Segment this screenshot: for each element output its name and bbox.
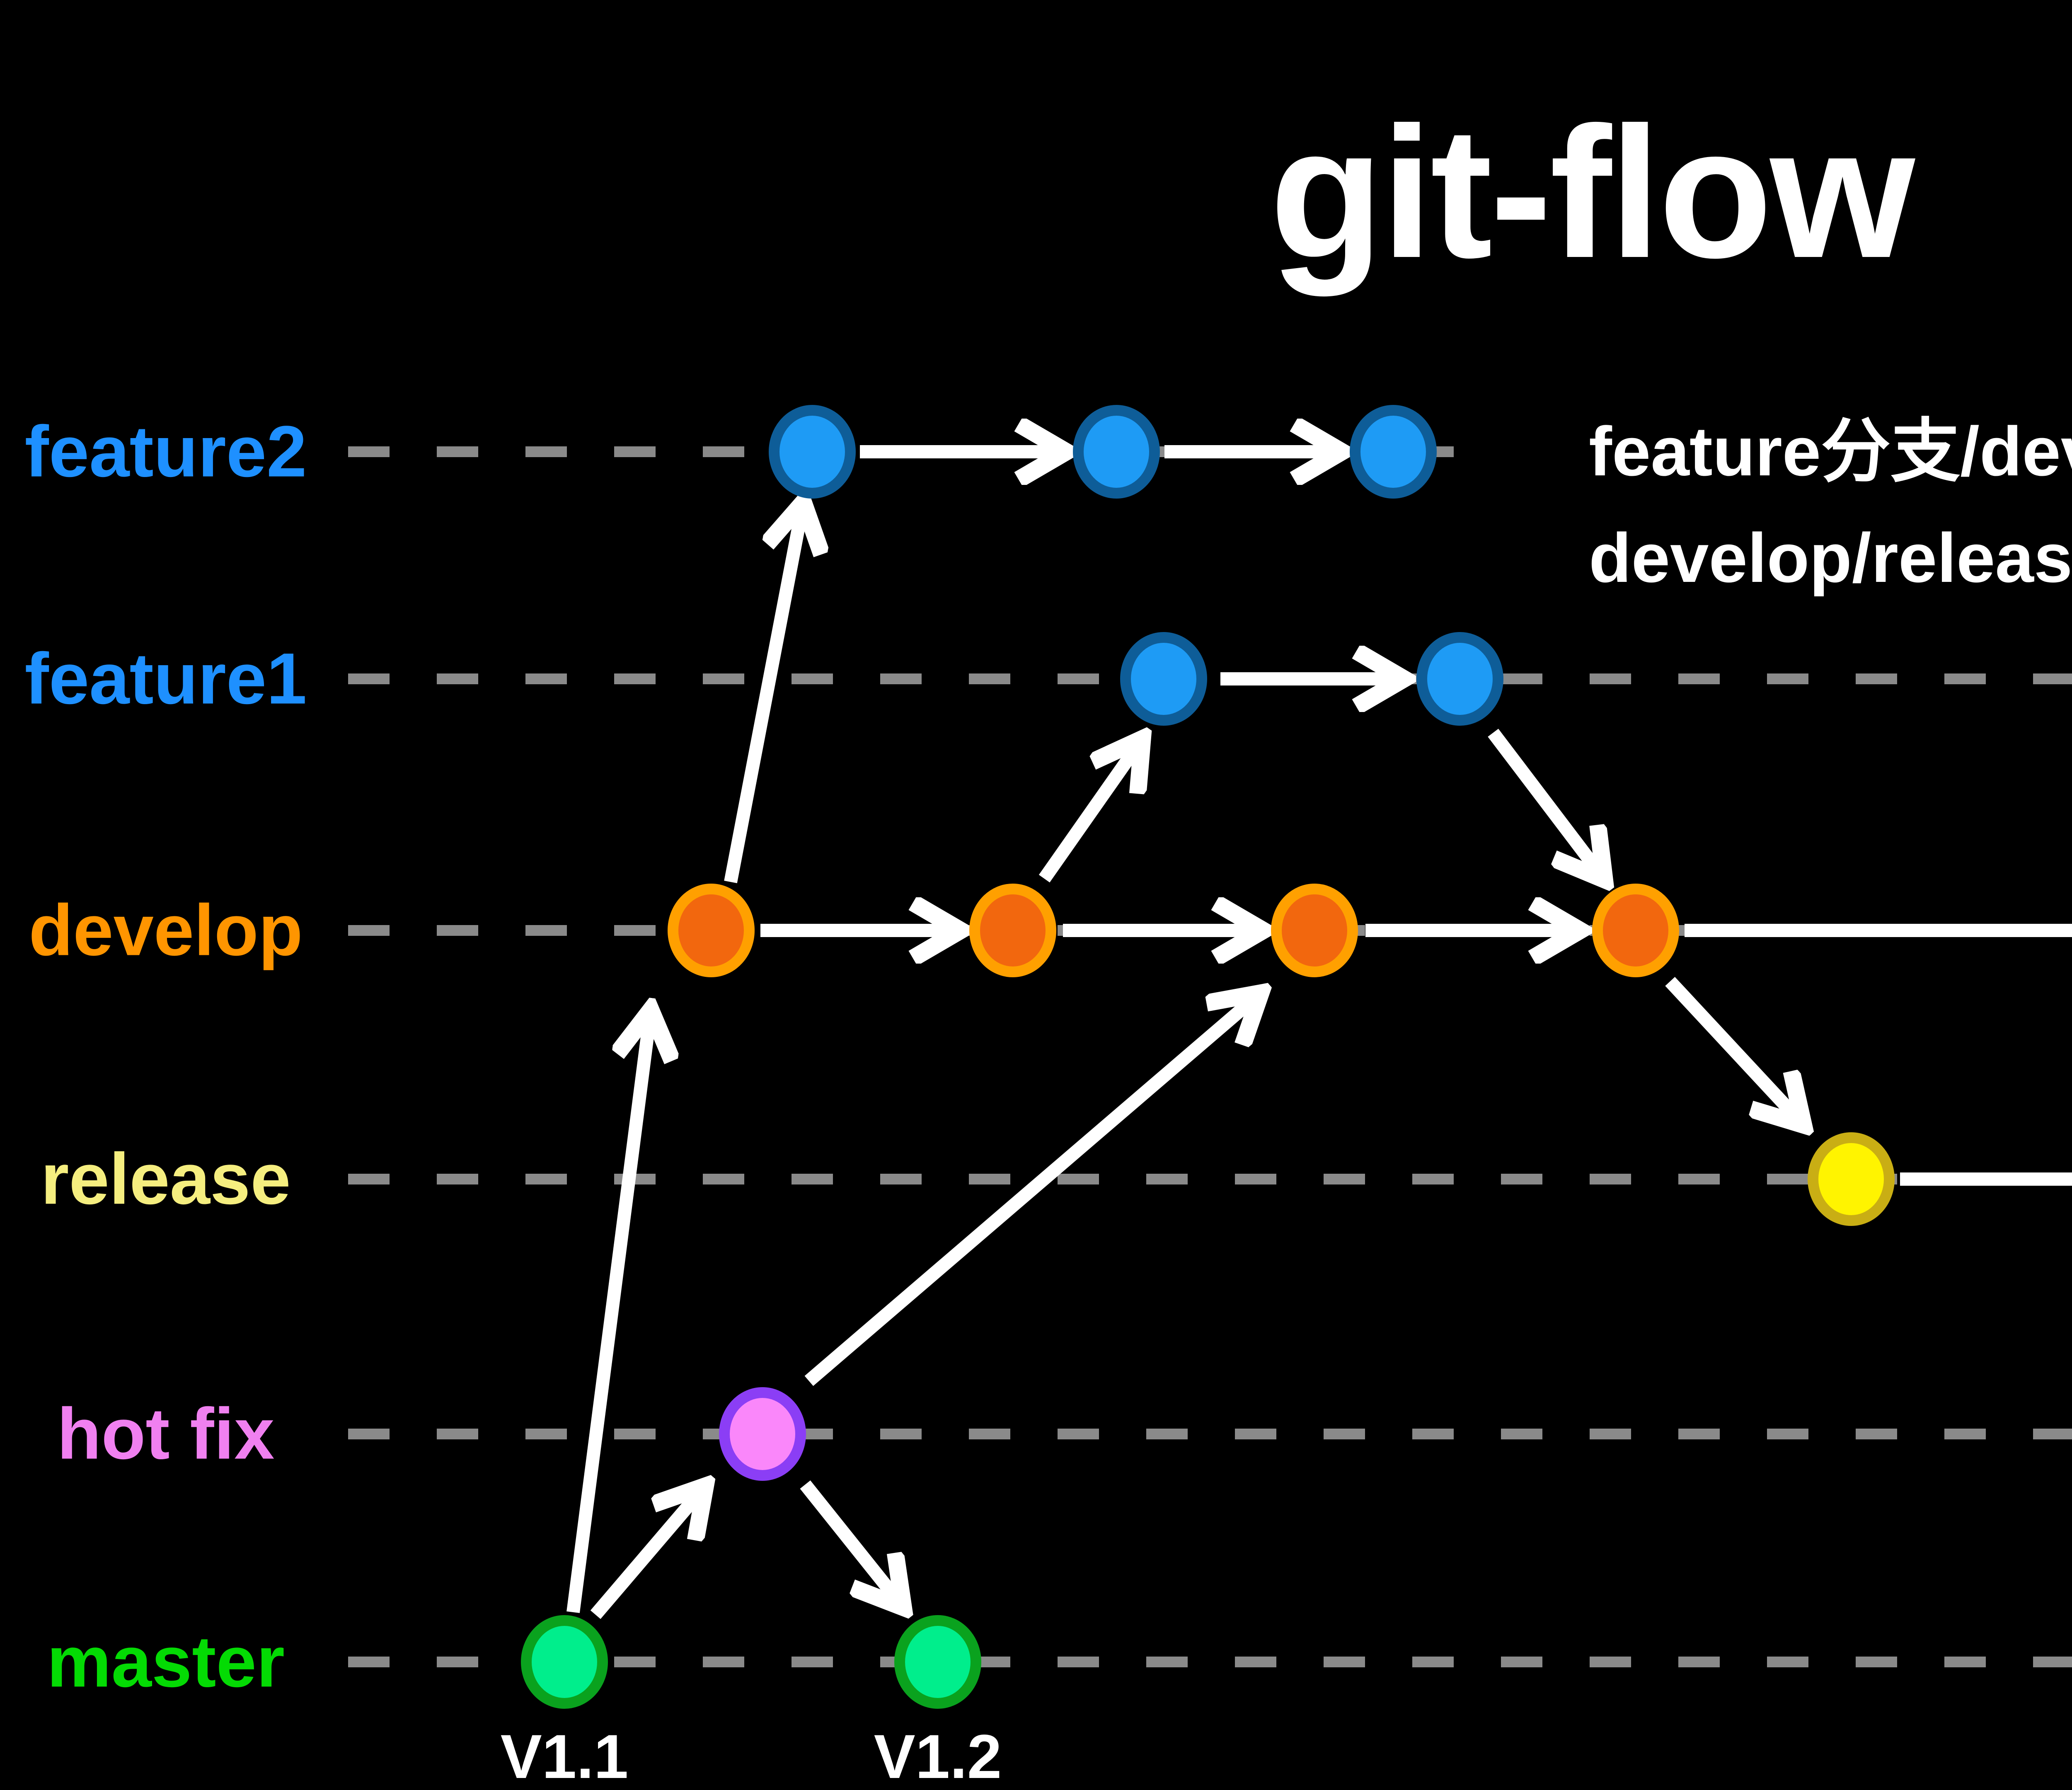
arrow-branch-develop-to-release bbox=[1665, 977, 1803, 1124]
commit-node-develop bbox=[969, 884, 1056, 977]
commit-node-master bbox=[521, 1615, 608, 1709]
branch-label-feature1: feature1 bbox=[25, 639, 307, 719]
commit-node-feature1 bbox=[1120, 632, 1207, 726]
arrow-merge-feature1-to-develop bbox=[1488, 729, 1604, 879]
arrow-branch-develop-to-feature1 bbox=[1038, 740, 1142, 883]
arrow-merge-master-to-develop bbox=[566, 1011, 651, 1613]
annotation-line-1: feature分支/develop分支：提交触发每日构建 bbox=[1589, 412, 2072, 490]
commit-node-develop bbox=[668, 884, 755, 977]
arrow-merge-hotfix-to-master bbox=[800, 1480, 903, 1606]
commit-node-feature2 bbox=[769, 405, 856, 499]
version-tag-V1.2: V1.2 bbox=[874, 1722, 1002, 1790]
commit-node-develop bbox=[1592, 884, 1679, 977]
commit-node-feature2 bbox=[1350, 405, 1437, 499]
arrow-branch-develop-to-feature2 bbox=[724, 504, 803, 884]
commit-node-feature1 bbox=[1416, 632, 1503, 726]
arrow-branch-master-to-hotfix bbox=[590, 1487, 704, 1619]
branch-label-feature2: feature2 bbox=[25, 412, 307, 492]
branch-label-release: release bbox=[41, 1139, 290, 1220]
commit-node-feature2 bbox=[1073, 405, 1160, 499]
annotation-line-2: develop/release分支：手动(自动)发起构建发布 bbox=[1589, 519, 2072, 597]
commit-node-master bbox=[894, 1615, 981, 1709]
page-title: git-flow bbox=[1269, 89, 1915, 297]
commit-node-hotfix bbox=[719, 1387, 806, 1481]
branch-label-master: master bbox=[47, 1622, 285, 1703]
version-tag-V1.1: V1.1 bbox=[501, 1722, 629, 1790]
arrow-merge-hotfix-to-develop bbox=[804, 994, 1260, 1386]
branch-label-develop: develop bbox=[29, 890, 303, 971]
commit-node-release bbox=[1808, 1132, 1895, 1226]
branch-label-hotfix: hot fix bbox=[57, 1394, 275, 1475]
commit-node-develop bbox=[1271, 884, 1358, 977]
